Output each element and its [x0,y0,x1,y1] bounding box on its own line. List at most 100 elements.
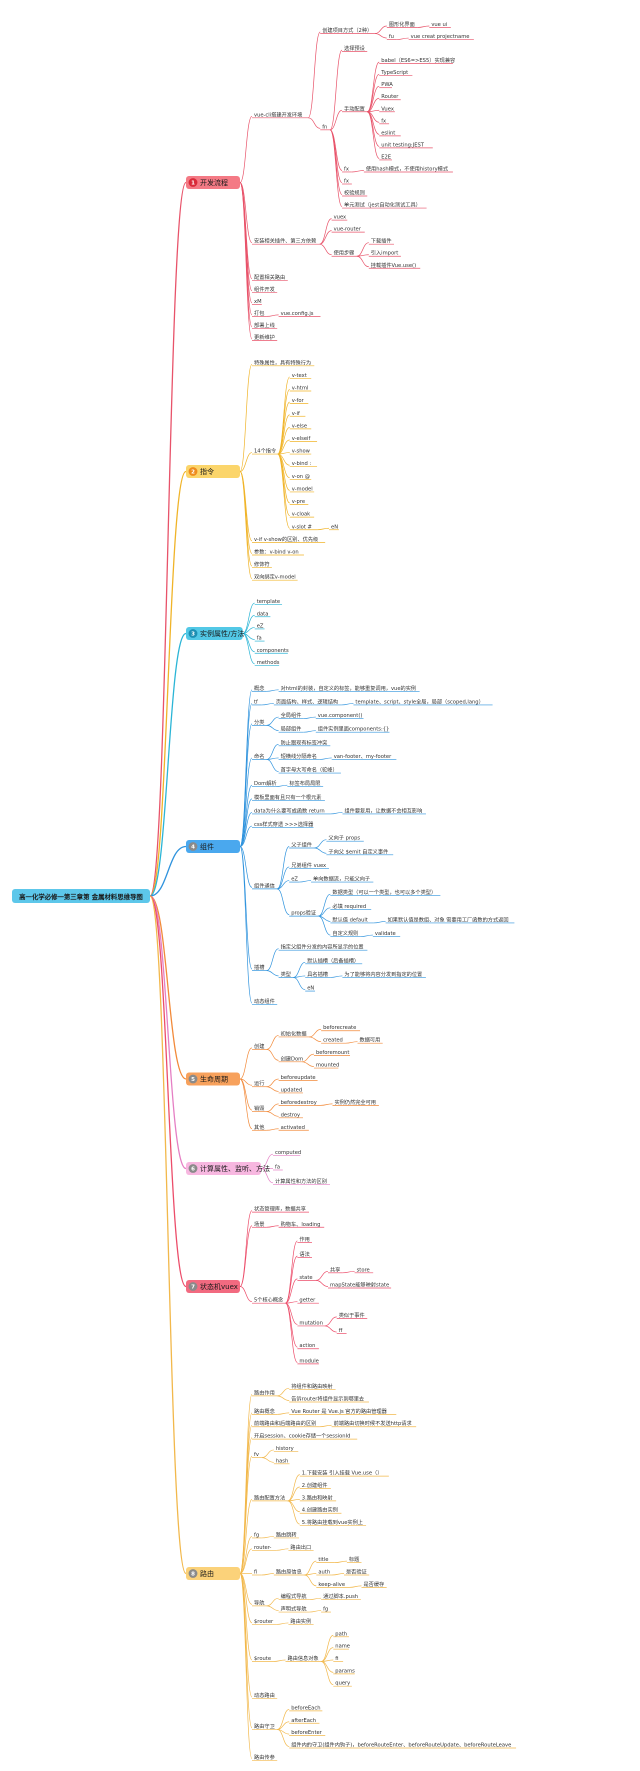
branch-title: 指令 [200,467,214,476]
mindmap-node-49: v-pre [292,499,305,505]
branch-node-7 [186,1280,240,1293]
mindmap-node-8: 手动配置 [344,104,365,112]
mindmap-node-190: 组件内的守卫(组件内钩子)，beforeRouteEnter、beforeRou… [291,1740,511,1748]
mindmap-node-110: 数据可用 [360,1036,381,1044]
mindmap-node-180: path [335,1631,347,1637]
mindmap-node-167: auth [318,1570,330,1576]
mindmap-node-179: 路由信息对象 [287,1654,318,1662]
mindmap-node-48: v-model [292,486,313,492]
branch-title: 组件 [200,842,214,851]
mindmap-node-74: 防止跟现有标签冲突 [281,738,328,746]
mindmap-node-138: 类似于事件 [339,1311,365,1319]
mindmap-node-37: 特殊属性，具有特殊行为 [254,358,311,366]
mindmap-node-157: 4.创建路由实例 [302,1506,338,1514]
mindmap-node-165: title [318,1557,328,1563]
branch-number: 7 [191,1285,195,1291]
mindmap-node-39: v-text [292,373,307,379]
branch-node-3 [186,627,243,640]
mindmap-node-7: 选择预设 [344,44,365,52]
mindmap-node-14: fx [381,118,386,124]
branch-number: 5 [191,1077,195,1083]
mindmap-node-98: 插槽 [254,963,264,971]
mindmap-node-42: v-if [292,411,300,417]
mindmap-node-111: 创建Dom [281,1054,304,1062]
mindmap-node-159: fg [254,1532,259,1538]
mindmap-node-188: afterEach [291,1718,316,1724]
branch-node-6 [186,1162,261,1175]
mindmap-node-51: v-slot # [292,524,312,530]
mindmap-node-88: 兄弟组件 vuex [291,861,326,869]
mindmap-node-115: beforeupdate [281,1075,316,1081]
mindmap-node-10: TypeScript [380,70,408,76]
mindmap-node-132: state [299,1275,312,1281]
mindmap-node-0: vue-cli搭建开发环境 [254,110,302,118]
mindmap-node-76: van-footer、my-footer [334,754,392,760]
mindmap-node-84: 组件通信 [254,881,275,889]
mindmap-node-38: 14个指令 [254,447,277,455]
mindmap-node-35: 部署上线 [254,321,275,329]
mindmap-node-174: 声明式导航 [281,1605,308,1613]
mindmap-node-121: 其他 [254,1123,264,1131]
mindmap-node-182: fi [335,1656,338,1662]
mindmap-node-124: fa [275,1165,280,1171]
mindmap-node-177: 路由实例 [290,1617,311,1625]
mindmap-node-114: 运行 [254,1079,264,1087]
mindmap-node-90: 单向数据流，只能父向子 [313,875,370,883]
branch-number-badge [188,178,198,187]
mindmap-node-148: 前端路由切换时候不发送http请求 [334,1419,413,1427]
branch-title: 开发流程 [200,178,228,187]
mindmap-node-28: 引入import [371,249,399,257]
mindmap-node-6: fn [322,124,327,130]
mindmap-node-70: vue.component() [318,713,363,719]
mindmap-node-120: destroy [281,1112,300,1118]
branch-node-5 [186,1072,240,1086]
mindmap-node-137: mutation [299,1320,323,1326]
mindmap-node-69: 全局组件 [281,711,302,719]
mindmap-node-107: 初始化数据 [281,1029,307,1037]
mindmap-node-152: hash [276,1458,288,1464]
mindmap-node-50: v-cloak [292,512,310,518]
mindmap-node-151: history [276,1446,294,1452]
root-title: 高一化学必修一第三章第 金属材料思维导图 [19,892,143,901]
mindmap-node-24: vuex [334,215,347,221]
mindmap-node-79: 标签布局局限 [289,779,320,787]
mindmap-node-135: mapState能够映射state [330,1281,389,1289]
mindmap-node-13: Vuex [381,106,394,112]
mindmap-node-178: $route [254,1656,271,1662]
mindmap-node-158: 5.将路由挂载到vue实例上 [302,1518,363,1526]
mindmap-node-33: 打包 [254,309,264,317]
mindmap-node-119: 实例仍然完全可用 [334,1098,376,1106]
mindmap-node-117: 销毁 [254,1104,264,1112]
mindmap-node-5: vue creat projectname [411,34,470,40]
mindmap-node-21: 校验规则 [344,189,365,197]
mindmap-node-94: 默认值 default [332,915,367,923]
mindmap-node-55: 修饰符 [254,560,270,568]
mindmap-node-173: 通过脚本.push [323,1592,358,1600]
mindmap-node-133: 共享 [330,1265,340,1273]
mindmap-node-23: 安装相关插件、第三方依赖 [254,237,317,245]
mindmap-node-15: eslint [381,130,395,136]
connector-lines [149,25,430,1760]
mindmap-node-169: keep-alive [318,1582,345,1588]
mindmap-node-29: 挂载插件Vue.use() [371,261,416,269]
mindmap-node-1: 创建项目方式（2种） [322,26,372,34]
mindmap-node-136: getter [299,1298,316,1304]
branch-title: 路由 [200,1569,214,1578]
mindmap-node-105: 动态组件 [254,997,275,1005]
mindmap-node-66: 页面结构、样式、逻辑结构 [276,697,338,705]
mindmap-node-102: 具名插槽 [307,970,328,978]
mindmap-node-142: 路由作用 [254,1388,275,1396]
mindmap-node-116: updated [281,1087,303,1093]
branch-number-badge [188,467,198,476]
mindmap-node-68: 分类 [254,718,264,726]
mindmap-node-62: methods [257,660,280,666]
branch-node-8 [186,1567,240,1580]
branch-node-4 [186,840,240,853]
mindmap-node-91: props验证 [291,909,316,917]
mindmap-node-64: 对html的封装，自定义的标签，能够重复调用，vue的实例 [281,684,417,692]
branch-number: 6 [191,1167,195,1173]
mindmap-node-187: beforeEach [291,1705,320,1711]
branch-number: 2 [191,470,195,476]
mindmap-node-4: fu [389,34,394,40]
mindmap-node-101: 默认插槽（后备插槽） [307,956,359,964]
